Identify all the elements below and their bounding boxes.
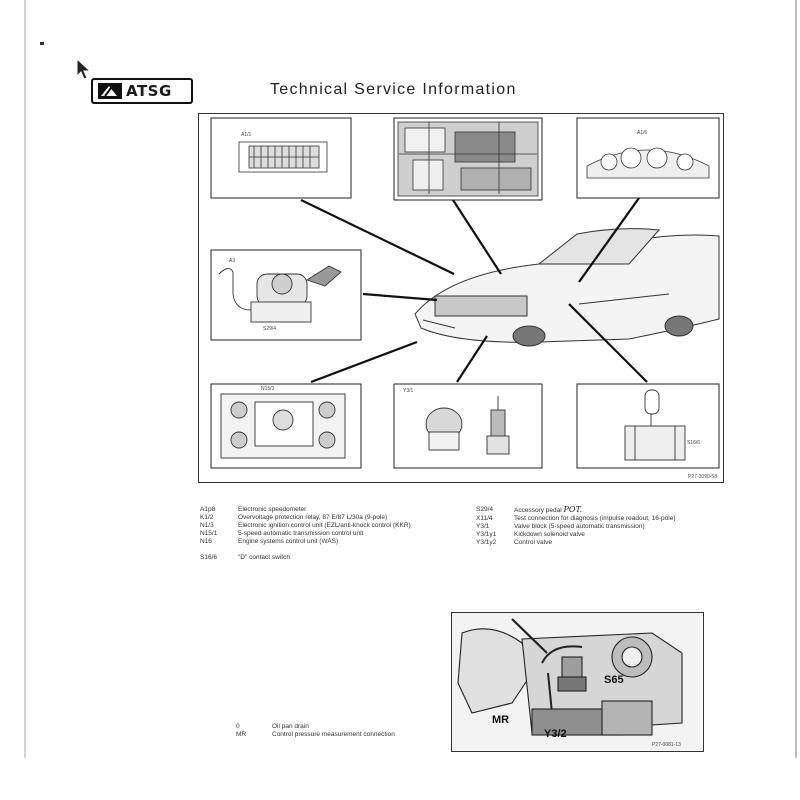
atsg-logo: ATSG — [91, 78, 193, 104]
label-mr: MR — [492, 714, 509, 726]
inset-instrument-cluster — [576, 117, 720, 199]
legend-desc: Valve block (5-speed automatic transmiss… — [514, 523, 645, 530]
mouse-cursor-icon — [76, 58, 92, 80]
legend-desc: 5-speed automatic transmission control u… — [238, 530, 364, 537]
legend-row: Y3/1 Valve block (5-speed automatic tran… — [476, 523, 726, 531]
legend-row: Y3/1y1 Kickdown solenoid valve — [476, 531, 726, 539]
legend-code: A1p8 — [200, 506, 216, 513]
legend-code: Y3/1y2 — [476, 539, 497, 546]
legend-row: X11/4 Test connection for diagnosis (imp… — [476, 515, 726, 523]
inset-overvoltage-relay — [210, 117, 352, 199]
legend-desc: Electronic speedometer — [238, 506, 307, 513]
callout-a1-6: A1/6 — [637, 130, 648, 136]
label-s65: S65 — [604, 674, 624, 686]
legend-valve-body: 0 Oil pan drain MR Control pressure meas… — [236, 723, 436, 738]
figure-code: P27-3090-58 — [688, 474, 717, 480]
legend-desc: Engine systems control unit (WAS) — [238, 538, 339, 545]
legend-code: 0 — [236, 723, 240, 730]
logo-text: ATSG — [126, 82, 172, 100]
legend-row: 0 Oil pan drain — [236, 723, 436, 731]
valve-body-photo: S65 MR Y3/2 P27-0081-13 — [451, 612, 704, 752]
legend-desc: Kickdown solenoid valve — [514, 531, 585, 538]
legend-code: N16 — [200, 538, 212, 545]
callout-n15-3: N15/3 — [261, 386, 275, 392]
legend-desc: Control pressure measurement connection — [272, 730, 395, 738]
inset-valve-block — [393, 383, 543, 469]
legend-desc: Overvoltage protection relay, 87 E/87 L/… — [238, 514, 388, 521]
legend-row: N16 Engine systems control unit (WAS) — [200, 538, 470, 546]
callout-a3: A3 — [229, 258, 235, 264]
legend-code: K1/2 — [200, 514, 214, 521]
callout-s16-6: S16/6 — [687, 440, 700, 446]
legend-code: S16/6 — [200, 554, 217, 561]
callout-y3-1: Y3/1 — [403, 388, 414, 394]
legend-row: S16/6 "D" contact switch — [200, 554, 470, 562]
legend-desc: "D" contact switch — [238, 554, 290, 561]
page-title: Technical Service Information — [270, 81, 517, 98]
page-bottom-margin — [0, 758, 800, 800]
legend-desc-text: Accessory pedal — [514, 507, 562, 514]
callout-s29-4: S29/4 — [263, 326, 276, 332]
legend-desc: Oil pan drain — [272, 723, 309, 730]
inset-gear-selector — [576, 383, 720, 469]
legend-row: A1p8 Electronic speedometer — [200, 506, 470, 514]
legend-desc: Electronic ignition control unit (EZL/an… — [238, 522, 411, 529]
legend-row: N15/1 5-speed automatic transmission con… — [200, 530, 470, 538]
legend-row: Y3/1y2 Control valve — [476, 539, 726, 547]
figure2-code: P27-0081-13 — [652, 742, 681, 748]
legend-code: MR — [236, 730, 247, 738]
inset-control-unit — [210, 383, 362, 469]
inset-ignition-module — [210, 249, 362, 341]
label-y3-2: Y3/2 — [544, 728, 567, 740]
legend-row: K1/2 Overvoltage protection relay, 87 E/… — [200, 514, 470, 522]
page-right-edge — [795, 0, 797, 800]
legend-code: N15/1 — [200, 530, 218, 537]
handwritten-note: POT. — [563, 505, 583, 514]
legend-desc: Control valve — [514, 539, 552, 546]
scan-mark — [40, 42, 44, 45]
diagram-artwork: A1/1 A1/6 A3 S29/4 — [210, 117, 720, 469]
legend-code: N1/3 — [200, 522, 214, 529]
legend-right: S29/4 Accessory pedal POT. X11/4 Test co… — [476, 506, 726, 547]
legend-desc: Accessory pedal POT. — [514, 506, 726, 515]
legend-row: S29/4 Accessory pedal POT. — [476, 506, 726, 515]
legend-code: X11/4 — [476, 515, 493, 522]
page-left-edge — [24, 0, 26, 760]
legend-row: MR Control pressure measurement connecti… — [236, 731, 436, 739]
atsg-emblem-icon — [98, 83, 122, 99]
inset-engine-bay — [393, 117, 543, 201]
legend-code: S29/4 — [476, 506, 493, 513]
legend-desc: Test connection for diagnosis (impulse r… — [514, 515, 676, 522]
component-location-diagram: A1/1 A1/6 A3 S29/4 — [198, 113, 724, 483]
legend-left: A1p8 Electronic speedometer K1/2 Overvol… — [200, 506, 470, 562]
legend-code: Y3/1 — [476, 523, 490, 530]
valve-body-artwork: S65 MR Y3/2 P27-0081-13 — [452, 613, 702, 750]
callout-a1-1: A1/1 — [241, 132, 252, 138]
legend-row: N1/3 Electronic ignition control unit (E… — [200, 522, 470, 530]
legend-code: Y3/1y1 — [476, 531, 497, 538]
